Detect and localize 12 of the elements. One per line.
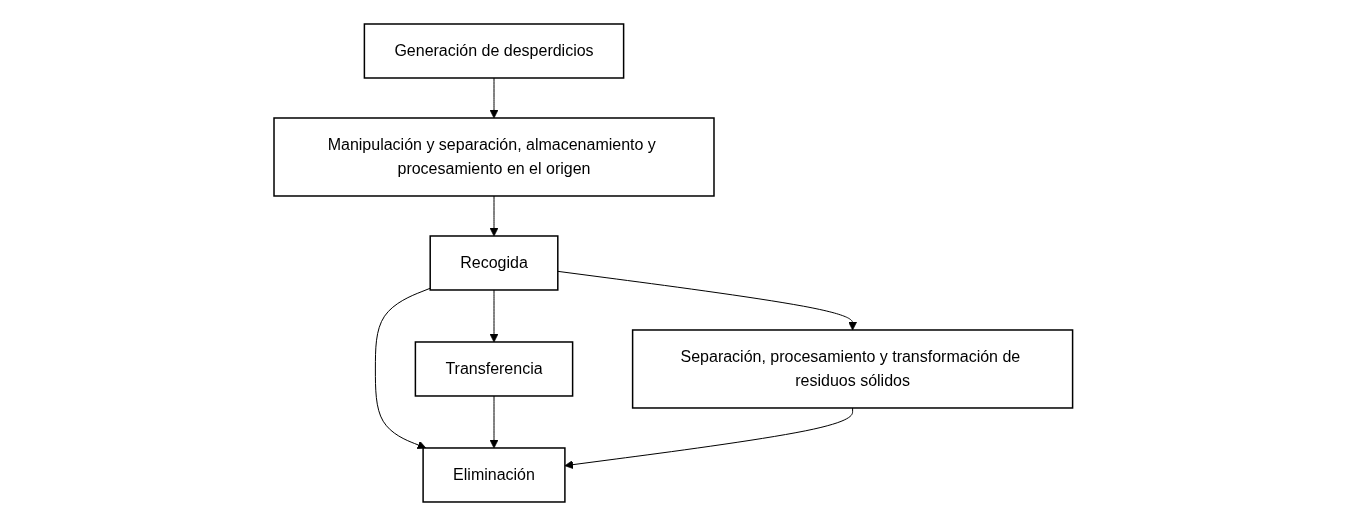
node-box: Generación de desperdicios	[363, 22, 625, 79]
arrow	[557, 270, 857, 330]
arrow	[489, 289, 499, 342]
node-box: Eliminación	[422, 446, 566, 503]
node-box: Recogida	[429, 234, 559, 291]
node-box: Transferencia	[414, 340, 574, 397]
arrow	[489, 395, 499, 448]
arrow	[489, 77, 499, 118]
node-box: Separación, procesamiento y transformación de residuos sólidos	[631, 328, 1074, 409]
node-box: Manipulación y separación, almacenamiento y procesamiento en el origen	[272, 116, 715, 197]
arrow	[489, 195, 499, 236]
arrow	[564, 407, 853, 469]
